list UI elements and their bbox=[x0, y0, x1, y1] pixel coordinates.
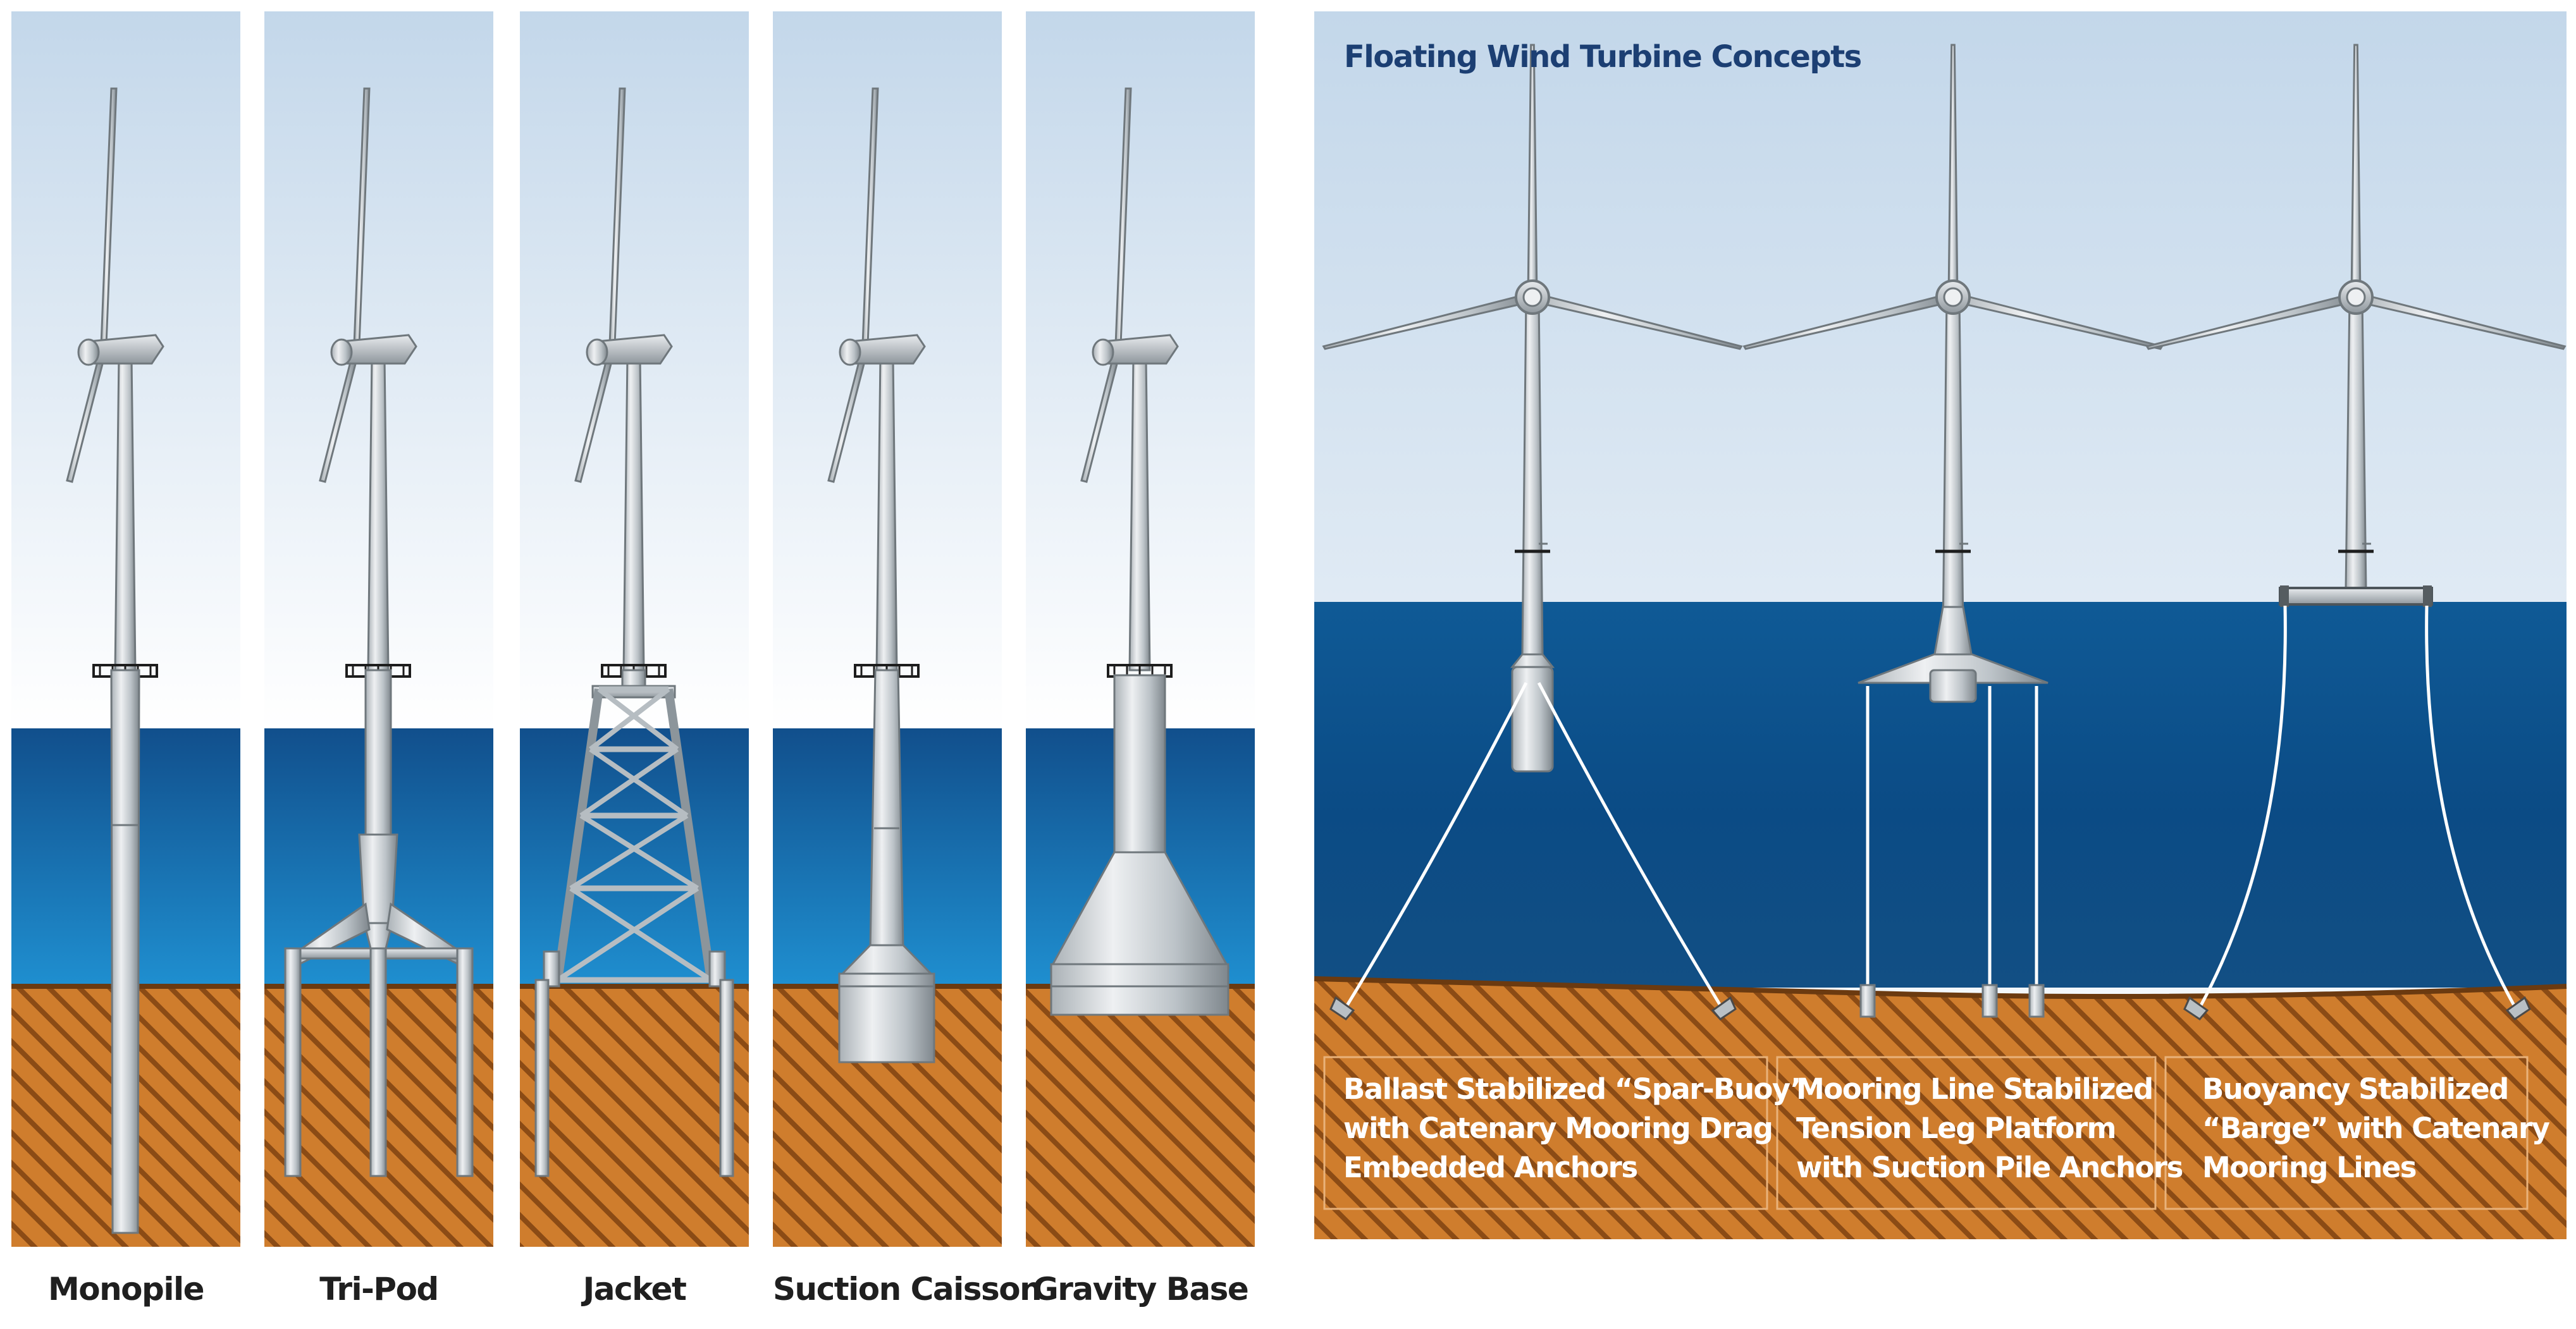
barge-mooring-left bbox=[2199, 605, 2287, 1007]
spar-buoy-hull bbox=[1511, 666, 1554, 773]
caption-box-barge bbox=[2164, 1056, 2529, 1210]
barge-anchor-left bbox=[2183, 996, 2209, 1020]
spar-mooring-left bbox=[1345, 682, 1528, 1007]
tlp-suction-pile-0 bbox=[1859, 984, 1876, 1018]
jacket-sea bbox=[520, 728, 749, 986]
jacket-tower bbox=[622, 356, 645, 671]
tripod-pile-0 bbox=[284, 947, 302, 1177]
tlp-suction-pile-2 bbox=[2028, 984, 2045, 1018]
tlp-hull bbox=[1929, 669, 1977, 703]
gravity-column bbox=[1113, 674, 1166, 854]
label-gravity-base: Gravity Base bbox=[1032, 1271, 1249, 1308]
panel-suction-caisson bbox=[773, 11, 1002, 1247]
jacket-leg-right bbox=[664, 688, 715, 981]
spar-mooring-right bbox=[1537, 682, 1722, 1007]
caption-barge: Buoyancy Stabilized “Barge” with Catenar… bbox=[2202, 1072, 2550, 1184]
monopile-tower bbox=[114, 356, 137, 671]
suction-caisson-bucket bbox=[838, 972, 935, 1063]
caption-box-tension-leg bbox=[1776, 1056, 2157, 1210]
caisson-column bbox=[869, 669, 904, 950]
tripod-column bbox=[364, 669, 392, 836]
gravity-base-seabed bbox=[1026, 986, 1255, 1247]
panel-gravity-base bbox=[1026, 11, 1255, 1247]
suction-caisson-hub bbox=[839, 338, 861, 366]
suction-caisson-tower bbox=[875, 356, 898, 671]
spar-tower bbox=[1521, 296, 1544, 656]
monopile-pile bbox=[110, 669, 140, 1234]
barge-tower bbox=[2345, 296, 2367, 591]
tripod-pile-1 bbox=[369, 947, 387, 1177]
tlp-suction-pile-1 bbox=[1981, 984, 1998, 1018]
panel-jacket bbox=[520, 11, 749, 1247]
label-suction-caisson: Suction Caisson bbox=[773, 1271, 1042, 1308]
barge-mooring-right bbox=[2425, 605, 2516, 1007]
monopile-hub bbox=[77, 338, 100, 366]
jacket-hub bbox=[586, 338, 608, 366]
gravity-base-tower bbox=[1128, 356, 1151, 671]
tlp-platform bbox=[1858, 653, 2049, 684]
turbine-barge bbox=[2145, 44, 2567, 1020]
tripod-pile-2 bbox=[456, 947, 474, 1177]
jacket-pile-right bbox=[719, 979, 734, 1177]
tlp-tower bbox=[1942, 296, 1964, 634]
caption-box-spar-buoy bbox=[1323, 1056, 1768, 1210]
fixed-foundation-panels bbox=[11, 11, 1255, 1247]
jacket-seabed bbox=[520, 986, 749, 1247]
turbine-spar-buoy bbox=[1322, 44, 1743, 1020]
label-tripod: Tri-Pod bbox=[319, 1271, 439, 1308]
floating-concepts-panel bbox=[1314, 11, 2567, 1239]
caption-spar-buoy: Ballast Stabilized “Spar-Buoy” with Cate… bbox=[1343, 1072, 1808, 1184]
tripod-tower bbox=[367, 356, 390, 671]
barge-hull bbox=[2279, 587, 2433, 606]
turbine-tension-leg bbox=[1742, 44, 2164, 1018]
jacket-pile-left bbox=[534, 979, 550, 1177]
panel-tripod bbox=[264, 11, 493, 1247]
label-monopile: Monopile bbox=[47, 1271, 205, 1308]
floating-panel-title: Floating Wind Turbine Concepts bbox=[1344, 39, 1862, 75]
gravity-base-hub bbox=[1092, 338, 1114, 366]
spar-anchor-left bbox=[1329, 996, 1355, 1020]
label-jacket: Jacket bbox=[582, 1271, 687, 1308]
panel-monopile bbox=[11, 11, 240, 1247]
jacket-leg-left bbox=[553, 689, 603, 981]
spar-anchor-right bbox=[1711, 996, 1737, 1020]
tripod-hub bbox=[330, 338, 353, 366]
caption-tension-leg: Mooring Line Stabilized Tension Leg Plat… bbox=[1796, 1072, 2183, 1184]
barge-anchor-right bbox=[2505, 996, 2531, 1020]
gravity-base-slab bbox=[1050, 963, 1229, 1016]
floating-seabed bbox=[1314, 979, 2567, 1239]
